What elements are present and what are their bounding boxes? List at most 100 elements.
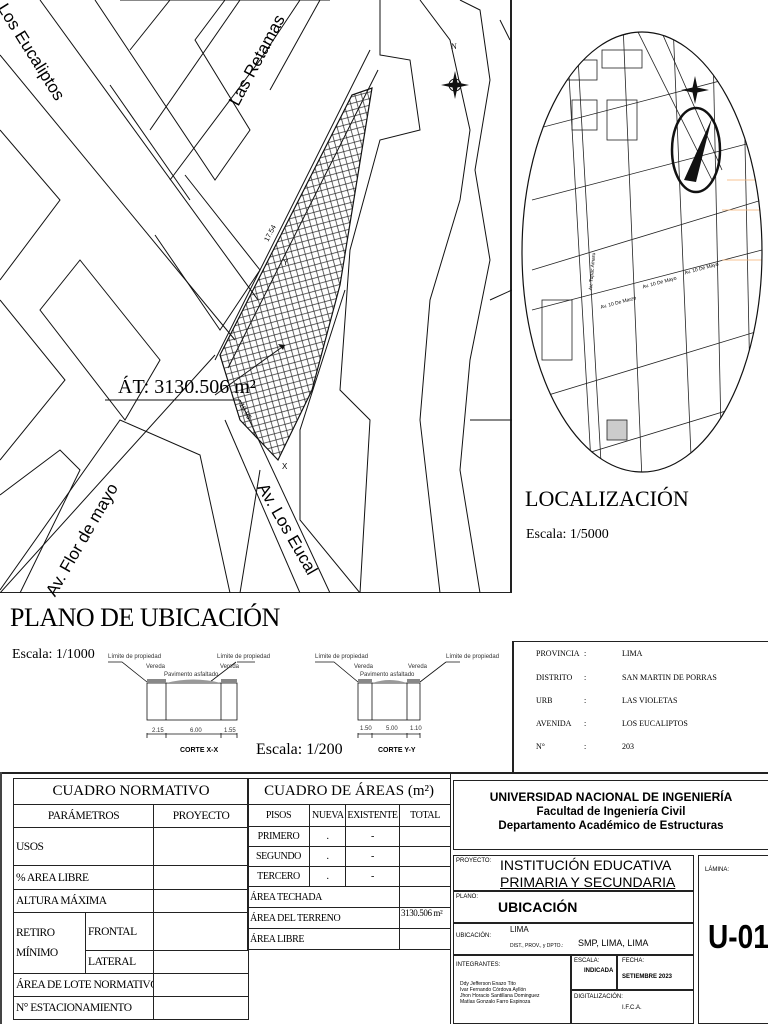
value-cell: [153, 996, 249, 1020]
floor-row: SEGUNDO.-: [247, 846, 452, 867]
location-title: LOCALIZACIÓN: [525, 486, 689, 511]
university-name: UNIVERSIDAD NACIONAL DE INGENIERÍA: [489, 790, 733, 804]
info-key: DISTRITO: [536, 673, 573, 682]
dim: 1.55: [224, 728, 236, 734]
location-scale: Escala: 1/5000: [526, 527, 609, 542]
floor-existente: -: [345, 826, 400, 847]
department-name: Departamento Académico de Estructuras: [498, 820, 724, 832]
row-area-libre: % AREA LIBRE: [13, 865, 154, 890]
row-techada: ÁREA TECHADA: [247, 886, 400, 908]
limite-label: Límite de propiedad: [108, 654, 162, 660]
fecha-label: FECHA:: [622, 958, 645, 964]
vereda-label: Vereda: [220, 664, 240, 670]
row-lateral: LATERAL: [85, 950, 154, 974]
row-usos: USOS: [13, 827, 154, 866]
integrante: Ddy Jefferson Enazo Tito: [460, 981, 516, 987]
info-key: PROVINCIA: [536, 649, 580, 658]
info-key: N°: [536, 742, 545, 751]
info-sep: :: [584, 673, 587, 682]
faculty-name: Facultad de Ingeniería Civil: [536, 806, 686, 818]
pavimento-label: Pavimento asfaltado: [164, 672, 219, 678]
header-total: TOTAL: [398, 804, 452, 827]
site-area-label: ÁT: 3130.506 m²: [118, 376, 256, 398]
location-info: PROVINCIA: LIMA DISTRITO: SAN MARTIN DE PO…: [512, 642, 768, 772]
info-key: URB: [536, 696, 553, 705]
section-corte-x: Límite de propiedad Límite de propiedad …: [100, 650, 270, 760]
integrantes-cell: INTEGRANTES: Ddy Jefferson Enazo Tito Iv…: [453, 955, 571, 1024]
value-cell: [398, 928, 452, 950]
value-cell: [153, 889, 249, 913]
floor-total: [398, 826, 452, 847]
plan-title: PLANO DE UBICACIÓN: [10, 603, 280, 632]
ubicacion-cell: UBICACIÓN: LIMA DIST., PROV., y DPTO.: S…: [453, 923, 694, 955]
divider: [0, 772, 2, 1024]
value-cell: [398, 886, 452, 908]
row-altura: ALTURA MÁXIMA: [13, 889, 154, 913]
site-map: N Los Eucaliptos Las Retamas Av. Flor de…: [0, 0, 512, 600]
info-sep: :: [584, 742, 587, 751]
corte-x-drawing: [108, 661, 255, 738]
floor-name: SEGUNDO: [247, 846, 310, 867]
info-sep: :: [584, 649, 587, 658]
integrantes-list: Ddy Jefferson Enazo Tito Ivar Fernando C…: [460, 981, 540, 1005]
value-cell: [153, 973, 249, 997]
dim: 1.10: [410, 726, 422, 732]
digitalizacion-value: I.F.C.A.: [622, 1005, 642, 1011]
corte-x-title: CORTE X-X: [180, 747, 219, 754]
escala-cell: ESCALA: INDICADA: [571, 955, 617, 990]
info-value: LOS EUCALIPTOS: [622, 719, 688, 728]
plano-value: UBICACIÓN: [498, 899, 578, 915]
map-drawing: [0, 0, 512, 593]
header-nueva: NUEVA: [309, 804, 346, 827]
site-lot: [219, 87, 373, 462]
info-key: AVENIDA: [536, 719, 572, 728]
integrantes-label: INTEGRANTES:: [456, 962, 501, 968]
proyecto-cell: PROYECTO: INSTITUCIÓN EDUCATIVA PRIMARIA…: [453, 855, 694, 891]
floor-row: TERCERO.-: [247, 866, 452, 887]
dist-label: DIST., PROV., y DPTO.:: [510, 943, 564, 949]
lamina-label: LÁMINA:: [705, 867, 730, 873]
floor-nueva: .: [309, 826, 346, 847]
dim: 1.50: [360, 726, 372, 732]
vereda-label: Vereda: [146, 664, 166, 670]
dim: 2.15: [152, 728, 164, 734]
floor-nueva: .: [309, 866, 346, 887]
info-value: 203: [622, 742, 634, 751]
lamina-cell: LÁMINA: U-01: [698, 855, 768, 1024]
divider: [0, 772, 768, 774]
header-parametros: PARÁMETROS: [13, 804, 154, 828]
limite-label: Límite de propiedad: [446, 654, 500, 660]
site-marker-icon: [670, 106, 722, 194]
info-value: SAN MARTIN DE PORRAS: [622, 673, 717, 682]
floor-total: [398, 846, 452, 867]
fecha-value: SETIEMBRE 2023: [622, 974, 673, 980]
north-arrow-icon: [681, 76, 709, 104]
digitalizacion-cell: DIGITALIZACIÓN: I.F.C.A.: [571, 990, 694, 1024]
value-cell: [153, 827, 249, 866]
plan-scale: Escala: 1/1000: [12, 647, 95, 662]
floor-name: TERCERO: [247, 866, 310, 887]
cuadro-normativo-title: CUADRO NORMATIVO: [13, 778, 249, 805]
header-pisos: PISOS: [247, 804, 310, 827]
row-terreno: ÁREA DEL TERRENO: [247, 907, 400, 929]
floor-existente: -: [345, 846, 400, 867]
escala-value: INDICADA: [584, 968, 614, 974]
info-sep: :: [584, 696, 587, 705]
university-header: UNIVERSIDAD NACIONAL DE INGENIERÍA Facul…: [453, 780, 768, 850]
floor-existente: -: [345, 866, 400, 887]
proyecto-label: PROYECTO:: [456, 858, 492, 864]
corte-y-title: CORTE Y-Y: [378, 747, 416, 754]
ubicacion-label: UBICACIÓN:: [456, 933, 492, 939]
floor-total: [398, 866, 452, 887]
info-value: LIMA: [622, 649, 643, 658]
row-lote: ÁREA DE LOTE NORMATIVO: [13, 973, 154, 997]
section-mark-y: Y: [283, 258, 289, 267]
map-north-label: N: [451, 42, 457, 51]
floor-row: PRIMERO.-: [247, 826, 452, 847]
digitalizacion-label: DIGITALIZACIÓN:: [574, 994, 623, 1000]
location-map: [521, 31, 763, 473]
row-frontal: FRONTAL: [85, 912, 154, 951]
row-estacionamiento: N° ESTACIONAMIENTO: [13, 996, 154, 1020]
